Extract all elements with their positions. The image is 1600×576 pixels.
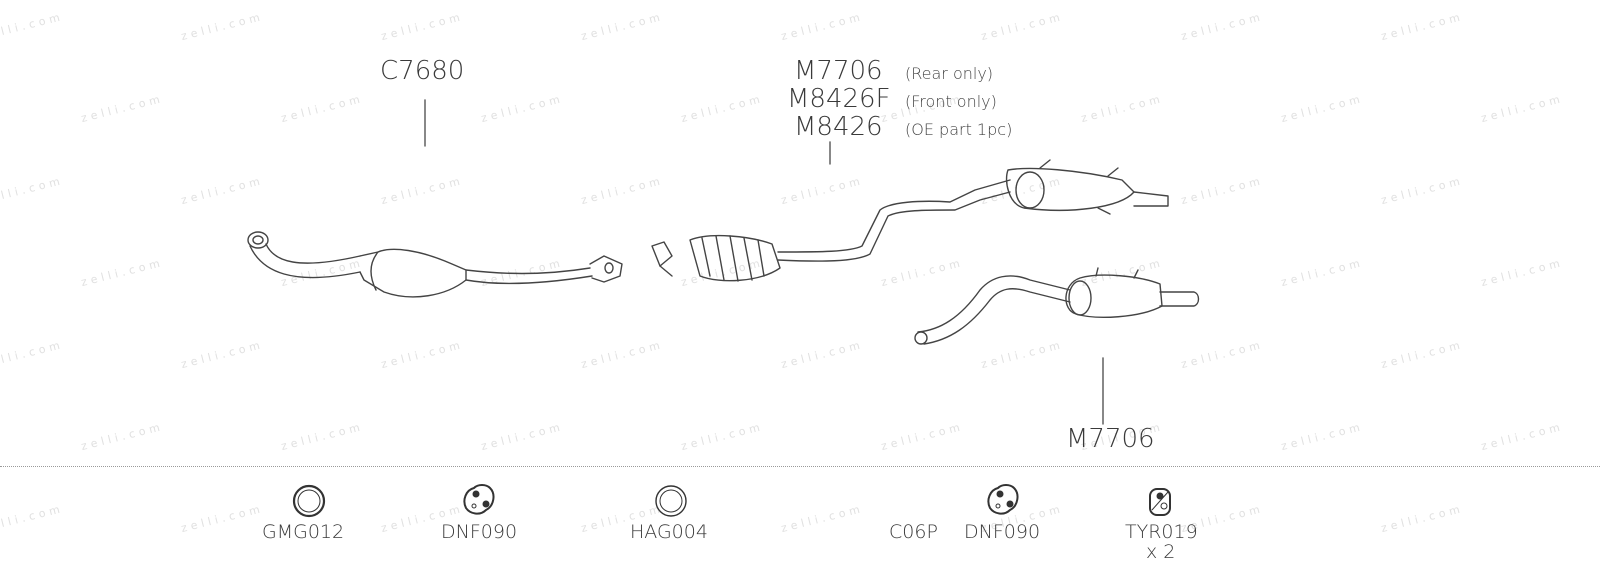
part-note-front-only: (Front only) (905, 92, 997, 111)
accessory-label-c06p: C06P (889, 521, 938, 543)
part-label-m7706-rear: M7706 (794, 56, 883, 86)
m8426-full-system (651, 159, 1169, 282)
c7680-catalyst-pipe (247, 231, 623, 298)
accessory-label-gmg012: GMG012 (262, 521, 345, 543)
section-divider (0, 466, 1600, 467)
accessory-label-dnf090: DNF090 (441, 521, 518, 543)
part-label-m7706: M7706 (1066, 424, 1155, 454)
rubber-hanger-icon (463, 484, 495, 515)
accessory-qty-tyr019: x 2 (1146, 541, 1176, 563)
gasket-ring-icon (655, 485, 687, 517)
part-note-oe-part: (OE part 1pc) (905, 120, 1013, 139)
part-note-rear-only: (Rear only) (905, 64, 994, 83)
part-label-m8426f: M8426F (787, 84, 891, 114)
accessory-label-hag004: HAG004 (630, 521, 708, 543)
part-label-m8426: M8426 (794, 112, 883, 142)
accessory-label-dnf090-2: DNF090 (964, 521, 1041, 543)
gasket-ring-icon (292, 484, 326, 518)
part-label-c7680: C7680 (380, 56, 465, 86)
bolt-fixing-icon (1149, 488, 1171, 516)
accessory-label-tyr019: TYR019 (1125, 521, 1198, 543)
m7706-rear-box (914, 267, 1200, 345)
rubber-hanger-icon (987, 484, 1019, 515)
